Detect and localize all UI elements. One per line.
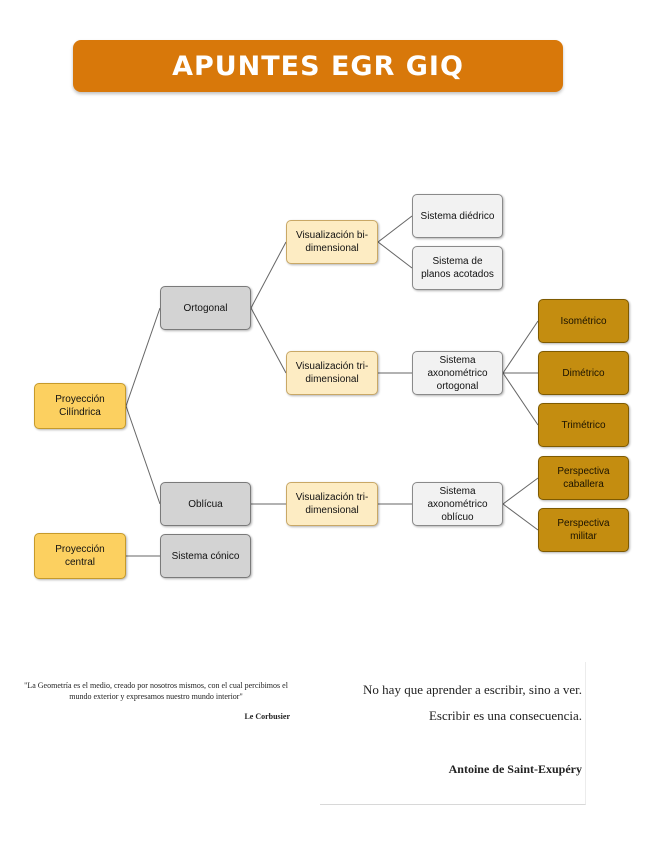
connector-ortogonal-vis-tri (250, 307, 287, 374)
connector-vis-bi-acotados (377, 241, 413, 269)
node-visualizacion-tridimensional-oblicua: Visualización tri-dimensional (286, 482, 378, 526)
node-sistema-axonometrico-oblicuo: Sistema axonométrico oblícuo (412, 482, 503, 526)
node-oblicua: Oblícua (160, 482, 251, 526)
connector-oblicuo-militar (502, 503, 539, 531)
node-perspectiva-caballera: Perspectiva caballera (538, 456, 629, 500)
connector-ortogonal-vis-bi (250, 241, 287, 309)
node-visualizacion-tridimensional-ortogonal: Visualización tri-dimensional (286, 351, 378, 395)
node-sistema-axonometrico-ortogonal: Sistema axonométrico ortogonal (412, 351, 503, 395)
node-sistema-planos-acotados: Sistema de planos acotados (412, 246, 503, 290)
quote-le-corbusier-author: Le Corbusier (244, 712, 290, 721)
connector-oblicuo-caballera (502, 477, 539, 505)
connector-vis-bi-diedrico (377, 215, 413, 243)
node-visualizacion-bidimensional: Visualización bi-dimensional (286, 220, 378, 264)
node-proyeccion-cilindrica: Proyección Cilíndrica (34, 383, 126, 429)
page-title: APUNTES EGR GIQ (172, 50, 464, 82)
title-banner: APUNTES EGR GIQ (73, 40, 563, 92)
node-proyeccion-central: Proyección central (34, 533, 126, 579)
quote-saint-exupery: No hay que aprender a escribir, sino a v… (320, 662, 586, 805)
node-sistema-conico: Sistema cónico (160, 534, 251, 578)
quote-le-corbusier-text: "La Geometría es el medio, creado por no… (24, 681, 288, 701)
quote-saint-exupery-author: Antoine de Saint-Exupéry (448, 762, 582, 776)
node-sistema-diedrico: Sistema diédrico (412, 194, 503, 238)
connector-axo-isometrico (502, 320, 539, 374)
quote-saint-exupery-line1: No hay que aprender a escribir, sino a v… (363, 682, 582, 697)
node-dimetrico: Dimétrico (538, 351, 629, 395)
node-perspectiva-militar: Perspectiva militar (538, 508, 629, 552)
node-isometrico: Isométrico (538, 299, 629, 343)
connector-cilindrica-ortogonal (125, 307, 161, 407)
node-ortogonal: Ortogonal (160, 286, 251, 330)
quote-saint-exupery-line2: Escribir es una consecuencia. (428, 708, 582, 723)
node-trimetrico: Trimétrico (538, 403, 629, 447)
connector-cilindrica-oblicua (125, 405, 161, 505)
connector-axo-trimetrico (502, 372, 539, 426)
